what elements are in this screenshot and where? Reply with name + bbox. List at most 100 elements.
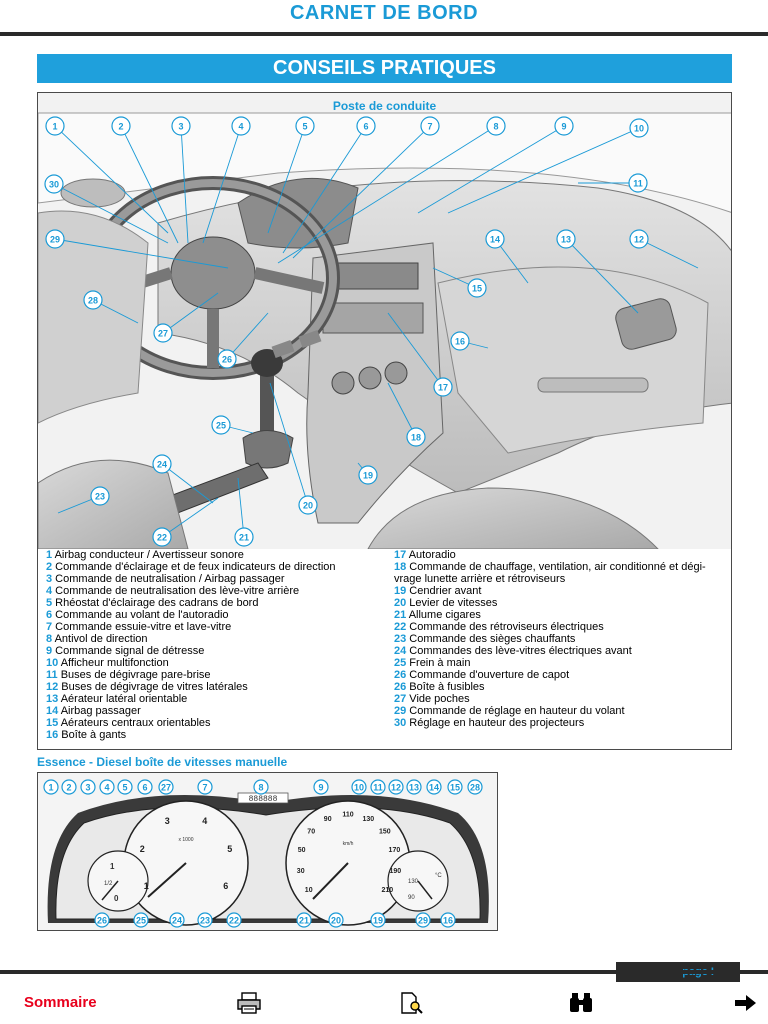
callout-number: 28 [88,296,98,306]
callout-number: 7 [202,783,207,793]
callout-number: 10 [634,124,644,134]
legend-item-number: 13 [46,693,58,705]
callout-marker: 12 [630,230,648,248]
dial-tick-label: 190 [389,868,401,875]
legend-item-text: Buses de dégivrage de vitres latérales [58,681,248,693]
legend-item: 23 Commande des sièges chauffants [394,633,729,645]
callout-number: 4 [238,122,243,132]
top-divider [0,32,768,36]
callout-marker: 10 [352,780,366,794]
callout-marker: 8 [487,117,505,135]
legend-item-text: Commande de neutralisation / Airbag pass… [52,573,284,585]
callout-marker: 20 [299,496,317,514]
legend-item: 7 Commande essuie-vitre et lave-vitre [46,621,391,633]
legend-item: 12 Buses de dégivrage de vitres latérale… [46,681,391,693]
callout-marker: 30 [45,175,63,193]
legend-item-text: Commande des sièges chauffants [406,633,575,645]
legend-item-text: Antivol de direction [52,633,147,645]
legend-item: 17 Autoradio [394,549,729,561]
arrow-right-icon[interactable] [733,992,759,1014]
legend-item-number: 25 [394,657,406,669]
binoculars-icon[interactable] [568,992,594,1014]
dial-tick-label: 50 [298,847,306,854]
legend-item: 19 Cendrier avant [394,585,729,597]
legend-item-number: 26 [394,681,406,693]
dial-tick-label: 110 [342,812,353,819]
temp-mark-low: 90 [408,895,415,901]
callout-marker: 4 [100,780,114,794]
callout-number: 19 [363,471,373,481]
legend-item: 5 Rhéostat d'éclairage des cadrans de bo… [46,597,391,609]
callout-number: 28 [470,783,480,793]
callout-number: 23 [95,492,105,502]
callout-marker: 2 [112,117,130,135]
callout-number: 27 [158,329,168,339]
dial-tick-label: 170 [389,847,401,854]
legend-item: 6 Commande au volant de l'autoradio [46,609,391,621]
legend-item-number: 26 [394,669,406,681]
temp-mark-high: 130 [408,879,419,885]
legend-item-text: Cendrier avant [406,585,481,597]
callout-number: 9 [318,783,323,793]
legend-item-text: Rhéostat d'éclairage des cadrans de bord [52,597,258,609]
callout-number: 20 [303,501,313,511]
callout-marker: 5 [118,780,132,794]
callout-number: 25 [136,916,146,926]
legend-item-number: 14 [46,705,58,717]
legend-item-number: 23 [394,633,406,645]
callout-marker: 15 [468,279,486,297]
legend-left-column: 1 Airbag conducteur / Avertisseur sonore… [46,549,391,741]
callout-marker: 20 [329,913,343,927]
callout-marker: 23 [198,913,212,927]
legend-item-text: Commande essuie-vitre et lave-vitre [52,621,231,633]
callout-marker: 9 [314,780,328,794]
fuel-mark-full: 1 [110,862,115,871]
legend-item-text: Aérateurs centraux orientables [58,717,210,729]
dial-tick-label: 70 [307,829,315,836]
callout-number: 25 [216,421,226,431]
callout-marker: 9 [555,117,573,135]
callout-marker: 29 [46,230,64,248]
callout-number: 8 [258,783,263,793]
callout-marker: 12 [389,780,403,794]
callout-number: 27 [161,783,171,793]
legend-item: 3 Commande de neutralisation / Airbag pa… [46,573,391,585]
legend-item: 2 Commande d'éclairage et de feux indica… [46,561,391,573]
callout-marker: 28 [468,780,482,794]
callout-number: 19 [373,916,383,926]
callout-number: 13 [561,235,571,245]
legend-item: 24 Commandes des lève-vitres électriques… [394,645,729,657]
callout-number: 16 [455,337,465,347]
callout-marker: 14 [427,780,441,794]
callout-marker: 29 [416,913,430,927]
callout-number: 3 [178,122,183,132]
legend-item-number: 18 [394,561,406,573]
callout-marker: 2 [62,780,76,794]
callout-marker: 4 [232,117,250,135]
callout-marker: 23 [91,487,109,505]
callout-number: 21 [239,533,249,543]
callout-number: 12 [391,783,401,793]
sommaire-link[interactable]: Sommaire [24,994,97,1011]
dial-tick-label: 2 [140,844,145,854]
callout-number: 5 [122,783,127,793]
callout-number: 26 [97,916,107,926]
callout-marker: 11 [371,780,385,794]
legend-item: 21 Allume cigares [394,609,729,621]
legend-item-text: Afficheur multifonction [58,657,168,669]
legend-item: 18 Commande de chauffage, ventilation, a… [394,561,729,573]
printer-icon[interactable] [236,992,262,1014]
callout-marker: 22 [153,528,171,546]
search-document-icon[interactable] [398,992,424,1014]
callout-marker: 21 [235,528,253,546]
callout-marker: 1 [44,780,58,794]
callout-number: 5 [302,122,307,132]
legend-item-number: 22 [394,621,406,633]
legend-item-text: Commande d'éclairage et de feux indicate… [52,561,335,573]
dial-tick-label: 90 [324,816,332,823]
bottom-divider [0,970,768,974]
callout-number: 6 [363,122,368,132]
legend-item-text: Commande de neutralisation des lève-vitr… [52,585,299,597]
